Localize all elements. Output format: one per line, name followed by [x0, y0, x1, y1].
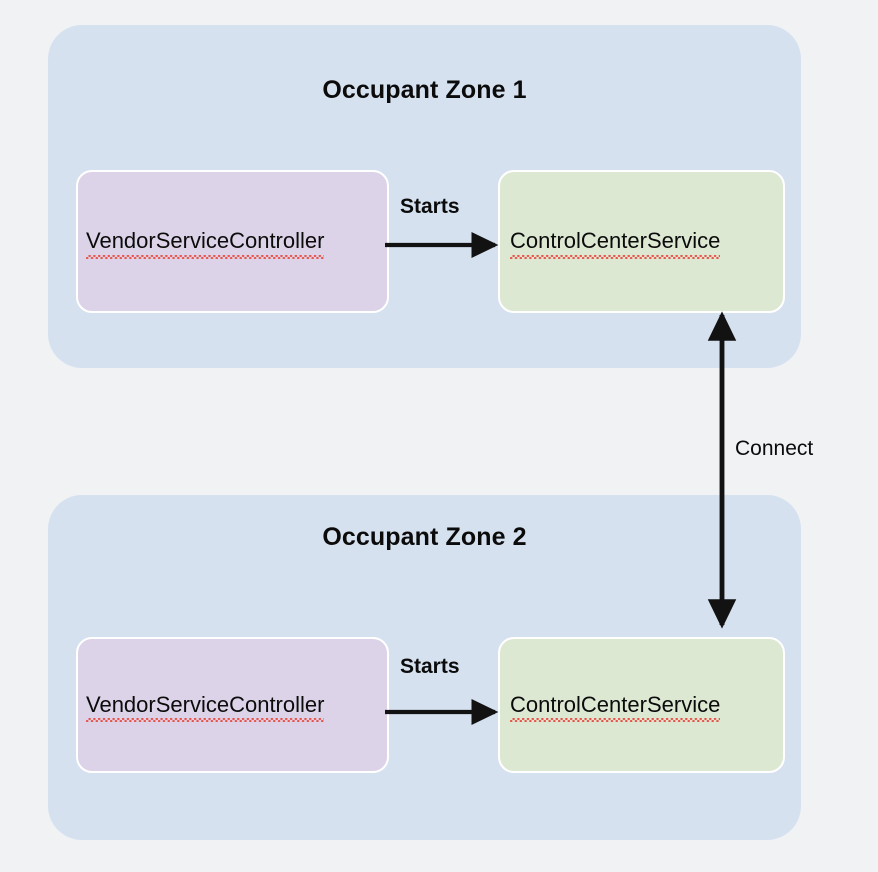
node-vendor-service-controller-1[interactable]: VendorServiceController — [76, 170, 389, 313]
node-control-center-service-1[interactable]: ControlCenterService — [498, 170, 785, 313]
edge-starts-arrow-2 — [385, 698, 499, 726]
node-label-control-center-service-1: ControlCenterService — [510, 228, 721, 259]
zone-title-1: Occupant Zone 1 — [322, 76, 527, 104]
zone-title-2: Occupant Zone 2 — [322, 523, 527, 551]
node-control-center-service-2[interactable]: ControlCenterService — [498, 637, 785, 773]
edge-label-connect: Connect — [735, 437, 814, 460]
node-vendor-service-controller-2[interactable]: VendorServiceController — [76, 637, 389, 773]
node-label-vendor-service-controller-2: VendorServiceController — [86, 691, 325, 723]
edge-label-starts-1: Starts — [400, 195, 460, 218]
edge-label-starts-2: Starts — [400, 655, 460, 678]
node-label-control-center-service-2: ControlCenterService — [510, 691, 721, 723]
edge-starts-arrow-1 — [385, 231, 499, 259]
edge-connect-arrow — [707, 311, 737, 629]
node-label-vendor-service-controller-1: VendorServiceController — [86, 228, 325, 259]
